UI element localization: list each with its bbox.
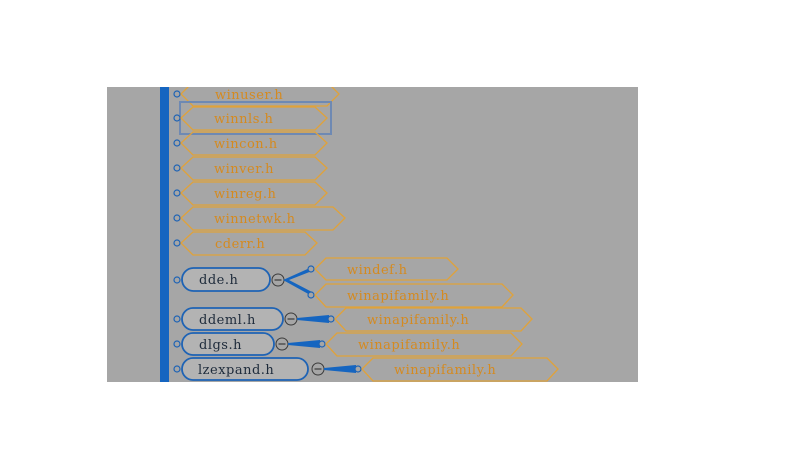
leaf-node-winapifamily-ddeml[interactable]: winapifamily.h	[327, 307, 533, 332]
connector-dot	[173, 365, 181, 373]
leaf-node-winnls[interactable]: winnls.h	[173, 101, 332, 135]
leaf-node-label: wincon.h	[214, 137, 278, 152]
branch-node-label: ddeml.h	[199, 313, 256, 328]
minus-circle-icon[interactable]	[311, 362, 325, 376]
leaf-node-label: winapifamily.h	[367, 313, 469, 328]
branch-node-label: dlgs.h	[199, 338, 242, 353]
connector-dot	[173, 164, 181, 172]
trunk-line	[160, 87, 169, 382]
connector-dot	[173, 276, 181, 284]
branch-node-lzexpand[interactable]: lzexpand.h	[173, 357, 356, 381]
branch-node-dlgs[interactable]: dlgs.h	[173, 332, 320, 356]
leaf-node-windef[interactable]: windef.h	[307, 257, 459, 281]
leaf-node-outline	[180, 206, 346, 231]
diagram-viewport[interactable]: winuser.h winnls.h wincon.h winver.h win…	[107, 87, 638, 382]
edge-connector	[324, 365, 356, 373]
edge-connector	[288, 340, 320, 348]
leaf-node-label: windef.h	[347, 263, 408, 278]
fan-connector	[283, 267, 312, 296]
leaf-node-winnetwk[interactable]: winnetwk.h	[173, 206, 346, 231]
branch-node-pill	[181, 357, 309, 381]
leaf-node-label: winreg.h	[214, 187, 277, 202]
branch-node-label: lzexpand.h	[198, 363, 274, 378]
leaf-node-winapifamily-dlgs[interactable]: winapifamily.h	[318, 332, 523, 357]
connector-dot	[173, 90, 181, 98]
connector-dot	[354, 365, 362, 373]
branch-node-ddeml[interactable]: ddeml.h	[173, 307, 329, 331]
leaf-node-label: winnls.h	[214, 112, 273, 127]
leaf-node-outline	[314, 257, 459, 281]
leaf-node-outline	[334, 307, 533, 332]
connector-dot	[173, 189, 181, 197]
connector-dot	[173, 139, 181, 147]
leaf-node-wincon[interactable]: wincon.h	[173, 131, 328, 156]
leaf-node-outline	[180, 87, 340, 107]
include-dependency-graph: winuser.h winnls.h wincon.h winver.h win…	[160, 87, 559, 382]
leaf-node-label: winapifamily.h	[347, 289, 449, 304]
edge-connector	[297, 315, 329, 323]
leaf-node-label: winapifamily.h	[394, 363, 496, 378]
minus-circle-icon[interactable]	[275, 337, 289, 351]
connector-dot	[173, 114, 181, 122]
leaf-node-label: winnetwk.h	[214, 212, 296, 227]
connector-dot	[173, 214, 181, 222]
connector-dot	[318, 340, 326, 348]
branch-node-pill	[181, 332, 275, 356]
connector-dot	[173, 315, 181, 323]
minus-circle-icon[interactable]	[271, 273, 285, 287]
leaf-node-label: winapifamily.h	[358, 338, 460, 353]
leaf-node-outline	[325, 332, 523, 357]
leaf-node-outline	[180, 156, 328, 181]
branch-node-dde[interactable]: dde.h	[173, 267, 312, 296]
leaf-node-winuser[interactable]: winuser.h	[173, 87, 340, 107]
leaf-node-outline	[180, 181, 328, 206]
connector-dot	[307, 265, 315, 273]
minus-circle-icon[interactable]	[284, 312, 298, 326]
leaf-node-outline	[361, 357, 559, 382]
branch-node-label: dde.h	[199, 273, 238, 288]
leaf-node-label: winver.h	[214, 162, 274, 177]
leaf-node-outline	[180, 231, 318, 256]
leaf-node-cderr[interactable]: cderr.h	[173, 231, 318, 256]
leaf-node-winapifamily-lzexpand[interactable]: winapifamily.h	[354, 357, 559, 382]
branch-node-pill	[181, 307, 284, 331]
leaf-node-outline	[180, 106, 328, 131]
leaf-node-winver[interactable]: winver.h	[173, 156, 328, 181]
leaf-node-winapifamily-dde[interactable]: winapifamily.h	[307, 283, 514, 308]
branch-node-pill	[181, 267, 271, 292]
leaf-node-label: winuser.h	[215, 88, 283, 103]
leaf-node-label: cderr.h	[215, 237, 265, 252]
leaf-node-outline	[180, 131, 328, 156]
connector-dot	[173, 239, 181, 247]
leaf-node-outline	[314, 283, 514, 308]
leaf-node-winreg[interactable]: winreg.h	[173, 181, 328, 206]
connector-dot	[173, 340, 181, 348]
connector-dot	[307, 291, 315, 299]
connector-dot	[327, 315, 335, 323]
